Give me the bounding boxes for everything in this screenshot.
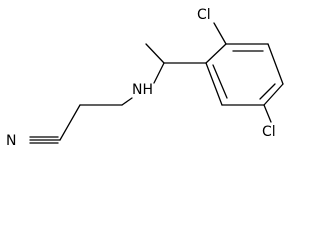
bond-methine-to-amine	[153, 62, 165, 84]
bond-ch2-to-nitrile-carbon	[59, 104, 81, 141]
aromatic-inner-bond	[259, 83, 276, 100]
chlorine-atom-label: Cl	[262, 124, 276, 140]
bond-amine-to-ch2	[121, 97, 133, 106]
molecule-structure-drawing: Cl Cl NH N	[6, 7, 284, 149]
nitrile-nitrogen-atom-label: N	[6, 133, 16, 149]
bond-ring-to-chlorine-top	[213, 22, 227, 45]
triple-bond-nitrile	[29, 136, 61, 144]
ring-bond	[205, 62, 223, 106]
ring-bond	[267, 43, 284, 85]
amine-atom-label: NH	[132, 82, 153, 98]
chlorine-atom-label: Cl	[197, 7, 211, 23]
bond-methine-to-methyl	[145, 43, 165, 64]
ring-bond	[263, 83, 284, 106]
aromatic-inner-bond	[212, 64, 228, 99]
bond-ring-to-chlorine-bottom	[263, 104, 272, 123]
benzene-ring	[205, 43, 284, 106]
ring-bond	[205, 43, 227, 64]
